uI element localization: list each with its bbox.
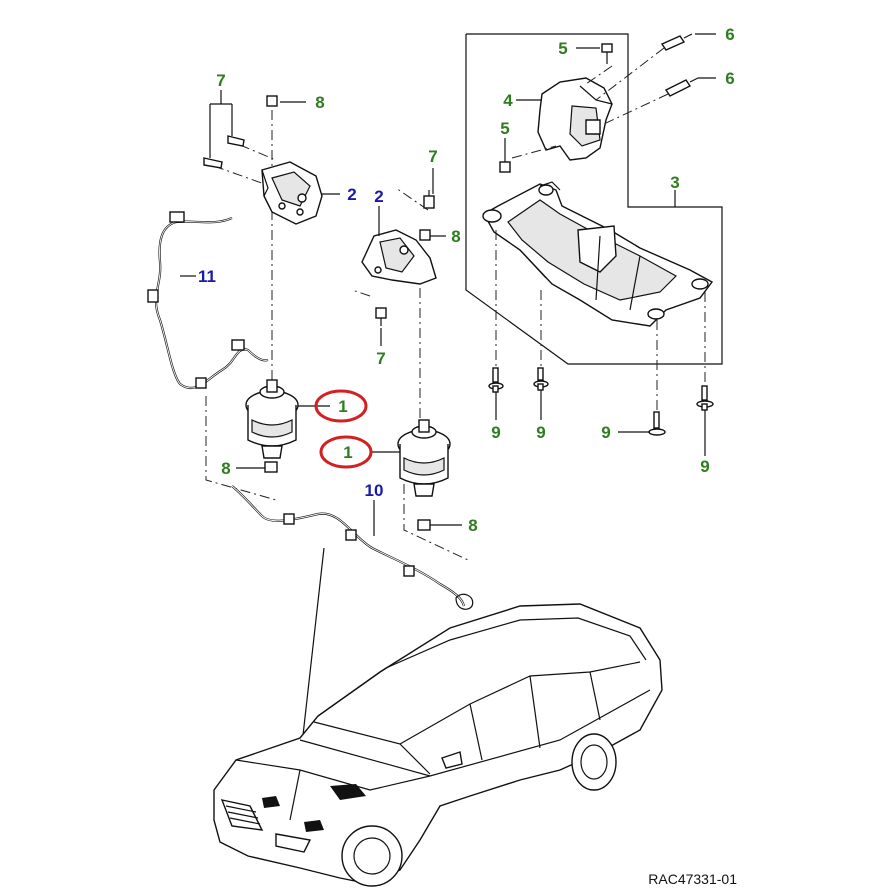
transmission-crossmember [482,181,714,327]
engine-mount-left [245,379,299,459]
bolt-7-right-lower [375,307,387,326]
callout-1-right-mount: 1 [343,443,352,462]
bolt-9-d [696,385,714,411]
bolt-5-upper [601,43,613,64]
callout-7-upper-left: 7 [216,71,225,90]
callout-11-wiring-harness: 11 [198,267,216,286]
bolt-7-right-upper [423,190,435,209]
engine-mount-right [397,419,451,497]
callout-7-right-upper: 7 [428,147,437,166]
highlight-circles [314,389,373,469]
callout-2-left-bracket: 2 [347,185,356,204]
callout-9-b: 9 [536,423,545,442]
engine-bracket-left [261,161,323,225]
callout-2-right-bracket: 2 [374,187,383,206]
wiring-harness [147,211,269,390]
callout-4-transmission-mount: 4 [503,91,513,110]
leader-lines [180,33,716,536]
crossmember-group-outline [465,33,723,365]
nut-8-right-mount [417,519,431,531]
transmission-mount [537,77,613,161]
vacuum-hose [231,485,474,610]
bolt-9-b [533,367,549,391]
bolt-9-c [648,411,666,436]
callout-6-lower: 6 [725,69,734,88]
callout-8-left-mount: 8 [221,459,230,478]
bolt-7-upper-left-b [203,157,223,169]
bolt-5-lower [499,155,511,173]
callout-8-right-mount: 8 [468,516,477,535]
bolt-9-a [488,367,504,393]
callout-9-a: 9 [491,423,500,442]
reference-code: RAC47331-01 [648,871,737,887]
callout-5-upper: 5 [558,39,567,58]
engine-bracket-right [361,229,437,285]
callout-1-left-mount: 1 [338,397,347,416]
callout-7-right-lower: 7 [376,349,385,368]
assembly-centerlines [205,47,706,561]
callout-3-crossmember: 3 [670,173,679,192]
nut-8-upper-left [266,95,278,107]
callout-10-vacuum-hose: 10 [365,481,384,500]
nut-8-left-mount [264,461,278,473]
bolt-6-upper [660,33,693,51]
callout-6-upper: 6 [725,25,734,44]
callout-5-lower: 5 [500,119,509,138]
vehicle-outline [213,547,663,887]
nut-8-right-upper [419,229,431,241]
bolt-6-lower [664,77,699,97]
callout-8-right-bracket: 8 [451,227,460,246]
callout-9-d: 9 [700,457,709,476]
callout-9-c: 9 [601,423,610,442]
bolt-7-upper-left-a [227,135,245,147]
callout-8-upper-left: 8 [315,93,324,112]
